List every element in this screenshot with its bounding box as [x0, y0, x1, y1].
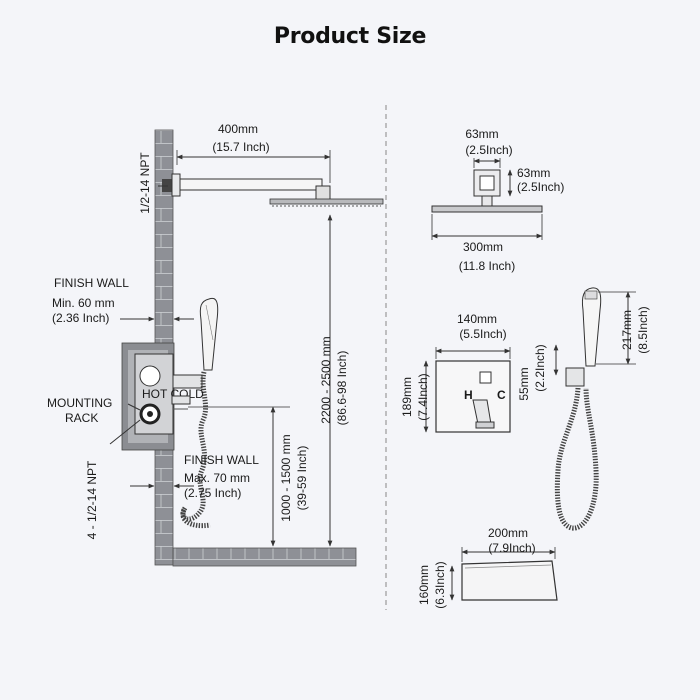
flange-height-mm: 63mm: [517, 166, 550, 180]
head-width-mm: 300mm: [463, 240, 503, 254]
plate-height-in: (7.4Inch): [416, 373, 430, 420]
trim-plate: H C: [435, 360, 511, 433]
npt-bottom-leader: [109, 419, 141, 445]
finish-wall-label-2: FINISH WALL: [184, 453, 259, 467]
arm-length-mm: 400mm: [218, 122, 258, 136]
flange-height-in: (2.5Inch): [517, 180, 564, 194]
plate-width-in: (5.5Inch): [459, 327, 506, 341]
plate-height-mm: 189mm: [400, 377, 414, 417]
handheld-mm: 217mm: [620, 310, 634, 350]
mounting-label: MOUNTING: [47, 396, 112, 410]
holder-in: (2.2Inch): [533, 344, 547, 391]
max-distance-in: (2.75 Inch): [184, 486, 241, 500]
flange-width-in: (2.5Inch): [465, 143, 512, 157]
tub-spout: [461, 560, 558, 601]
arm-length-in: (15.7 Inch): [212, 140, 269, 154]
wall-handheld-shower: [169, 297, 219, 529]
wall-flange: [473, 169, 501, 207]
handheld-shower: [554, 287, 602, 531]
height-mm: 2200 - 2500 mm: [319, 336, 333, 423]
rain-head-top: [431, 205, 543, 213]
valve-body: HOT COLD: [134, 353, 204, 435]
mounting-leader: [127, 403, 141, 411]
page-title: Product Size: [273, 24, 427, 49]
rain-shower-head: [269, 198, 384, 207]
floor: [172, 547, 357, 567]
valve-height-mm: 1000 - 1500 mm: [279, 434, 293, 521]
finish-wall-label: FINISH WALL: [54, 276, 129, 290]
plate-h-label: H: [464, 388, 473, 402]
npt-top-label: 1/2-14 NPT: [138, 152, 152, 214]
shower-arm: [162, 173, 331, 201]
npt-bottom-label: 4 - 1/2-14 NPT: [85, 460, 99, 539]
min-distance-mm: Min. 60 mm: [52, 296, 115, 310]
head-width-in: (11.8 Inch): [459, 259, 515, 273]
height-in: (86.6-98 Inch): [335, 351, 349, 426]
plate-width-mm: 140mm: [457, 312, 497, 326]
holder-mm: 55mm: [517, 367, 531, 400]
spout-width-in: (7.9Inch): [488, 541, 535, 555]
min-distance-in: (2.36 Inch): [52, 311, 109, 325]
rack-label: RACK: [65, 411, 98, 425]
spout-height-mm: 160mm: [417, 565, 431, 605]
valve-height-in: (39-59 Inch): [295, 446, 309, 511]
max-distance-mm: Max. 70 mm: [184, 471, 250, 485]
spout-width-mm: 200mm: [488, 526, 528, 540]
handheld-in: (8.5Inch): [636, 306, 650, 353]
spout-height-in: (6.3Inch): [433, 561, 447, 608]
plate-c-label: C: [497, 388, 506, 402]
flange-width-mm: 63mm: [465, 127, 498, 141]
